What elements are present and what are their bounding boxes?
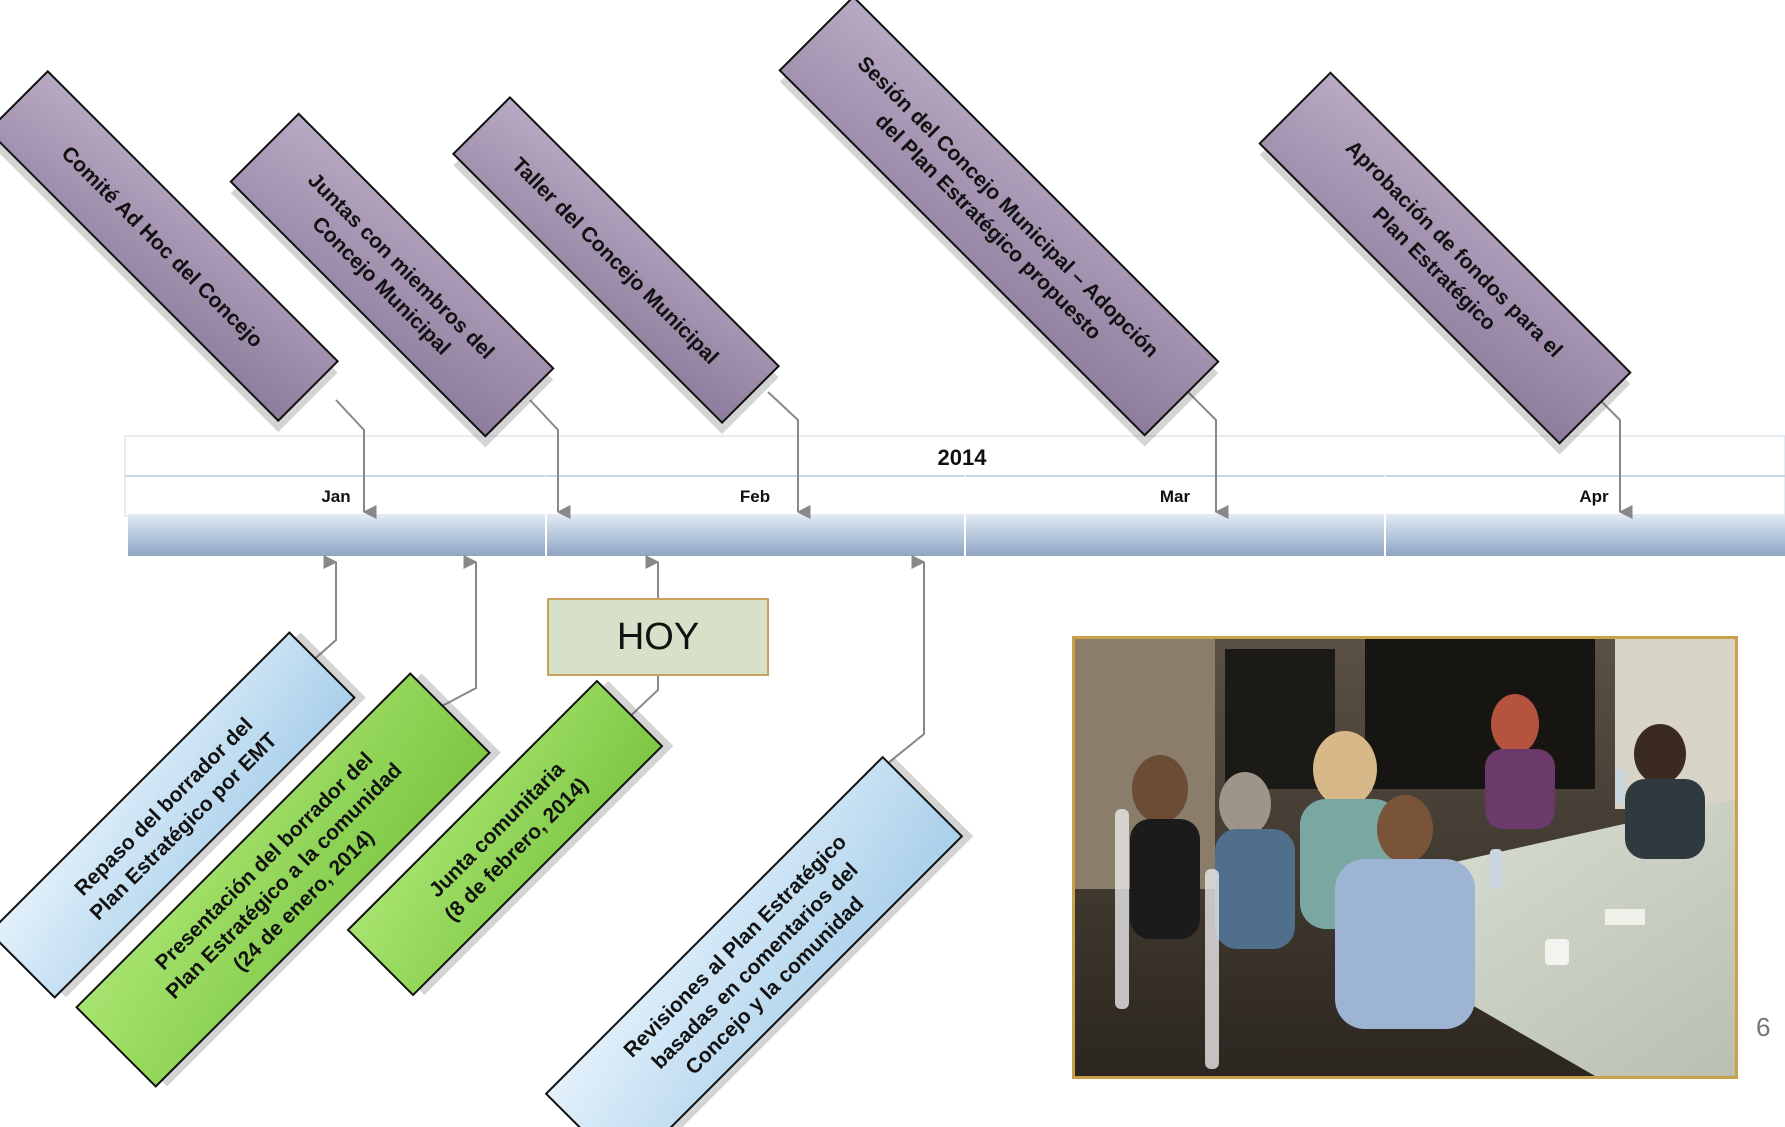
connector-line (529, 399, 571, 519)
month-label-apr: Apr (1579, 487, 1609, 506)
today-label: HOY (616, 615, 700, 658)
month-label-mar: Mar (1160, 487, 1191, 506)
meeting-photo (1072, 636, 1738, 1079)
connector-line (881, 555, 926, 769)
milestone-callout-above: Aprobación de fondos para el Plan Estrat… (1258, 71, 1632, 455)
timeline-bar (128, 514, 1785, 556)
connector-line (441, 555, 478, 707)
callout-line: Sesión del Concejo Municipal – Adopción (853, 52, 1163, 362)
month-label-feb: Feb (740, 487, 770, 506)
callout-line: Taller del Concejo Municipal (507, 153, 723, 369)
connector-line (335, 399, 377, 519)
milestone-callout-above: Sesión del Concejo Municipal – Adopción … (778, 0, 1220, 447)
callout-line: Comité Ad Hoc del Concejo (57, 142, 267, 352)
today-marker: HOY (547, 598, 769, 676)
connector-line (1187, 391, 1229, 519)
connector-line (767, 391, 811, 519)
page-number: 6 (1756, 1012, 1771, 1042)
year-label: 2014 (938, 445, 988, 470)
milestone-callout-above: Juntas con miembros del Concejo Municipa… (229, 112, 555, 448)
month-label-jan: Jan (321, 487, 350, 506)
meeting-photo-illustration (1075, 639, 1735, 1076)
